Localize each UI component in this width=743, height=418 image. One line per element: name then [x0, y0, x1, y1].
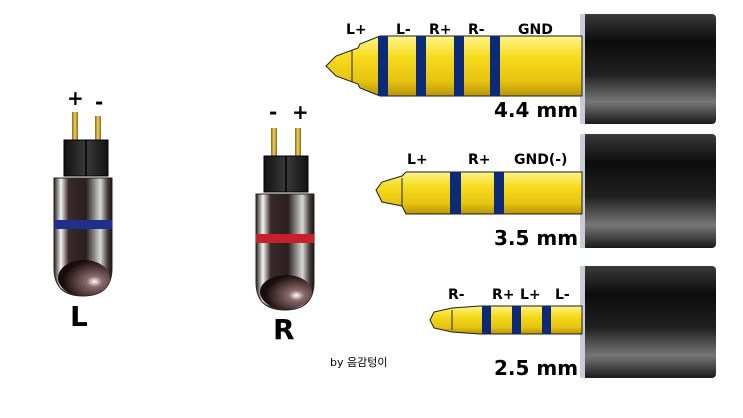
p35-size: 3.5 mm	[494, 226, 579, 250]
left-tip-cap	[58, 260, 110, 296]
plug-4-4mm	[325, 14, 716, 124]
p25-label-l-plus: L+	[520, 287, 541, 303]
left-pin-minus-label: -	[95, 90, 104, 114]
p35-label-l-plus: L+	[407, 152, 428, 168]
left-pin-plus	[72, 112, 78, 142]
plug-4-4mm-sleeve	[582, 14, 716, 124]
p44-size: 4.4 mm	[494, 98, 579, 122]
right-letter: R	[273, 313, 295, 346]
right-pin-minus	[271, 128, 277, 158]
credit-text: by 음감텅이	[330, 356, 388, 369]
p35-label-r-plus: R+	[468, 152, 491, 168]
left-connector	[53, 112, 113, 297]
right-connector	[255, 128, 315, 311]
p44-label-l-plus: L+	[346, 22, 367, 38]
p25-label-l-minus: L-	[555, 287, 570, 303]
p25-size: 2.5 mm	[494, 356, 579, 380]
right-pin-minus-label: -	[269, 100, 278, 124]
plug-3-5mm	[375, 134, 716, 248]
plug-2-5mm	[429, 266, 716, 378]
left-band	[54, 220, 112, 229]
left-pin-minus	[95, 116, 101, 142]
left-letter: L	[70, 300, 88, 333]
p25-label-r-minus: R-	[448, 287, 465, 303]
p44-label-gnd: GND	[518, 22, 553, 38]
right-band	[256, 234, 314, 243]
right-tip-cap	[260, 275, 312, 309]
plug-3-5mm-shaft	[375, 171, 583, 215]
plug-2-5mm-shaft	[429, 305, 583, 335]
p44-label-l-minus: L-	[396, 22, 411, 38]
p35-label-gnd: GND(-)	[514, 152, 568, 168]
plug-2-5mm-sleeve	[582, 266, 716, 378]
left-pin-plus-label: +	[67, 86, 84, 110]
right-pin-plus	[295, 128, 301, 158]
right-pin-plus-label: +	[292, 100, 309, 124]
plug-3-5mm-sleeve	[582, 134, 716, 248]
p44-label-r-minus: R-	[468, 22, 485, 38]
p25-label-r-plus: R+	[492, 287, 515, 303]
p44-label-r-plus: R+	[429, 22, 452, 38]
